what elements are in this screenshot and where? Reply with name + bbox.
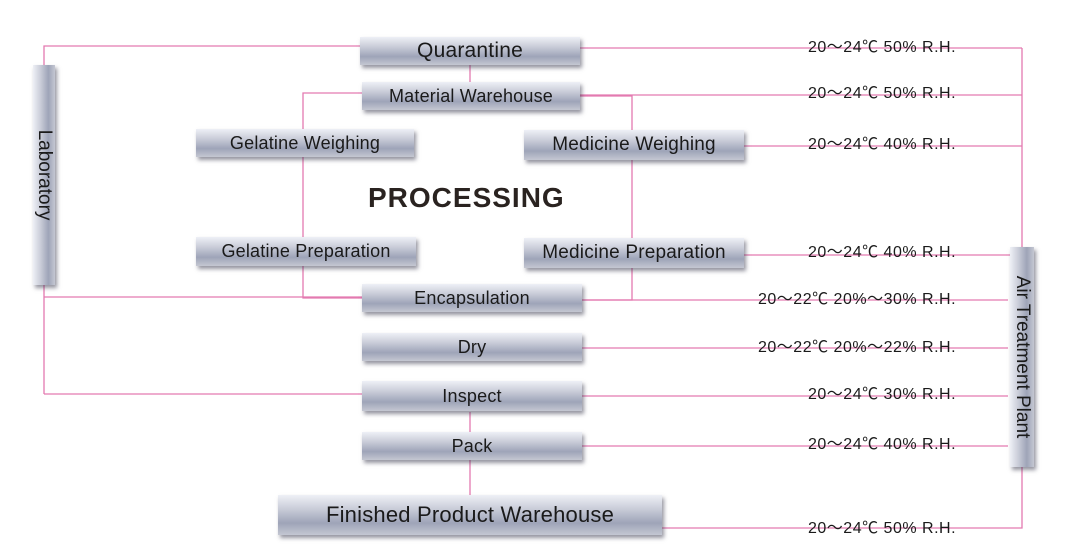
step-pack: Pack: [362, 432, 582, 460]
connector-medicine-branch: [580, 95, 633, 301]
air-treatment-plant-label: Air Treatment Plant: [1012, 275, 1033, 439]
condition-material-warehouse: 20～24℃ 50% R.H.: [808, 85, 957, 102]
condition-inspect: 20～24℃ 30% R.H.: [808, 386, 957, 403]
step-dry: Dry: [362, 333, 582, 361]
step-gelatine-preparation: Gelatine Preparation: [196, 237, 416, 266]
step-medicine-weighing: Medicine Weighing: [524, 130, 744, 160]
connector-lab-quarantine: [43, 45, 360, 65]
condition-encapsulation: 20～22℃ 20%～30% R.H.: [758, 291, 957, 308]
laboratory-box: Laboratory: [33, 65, 55, 285]
step-finished-product-warehouse: Finished Product Warehouse: [278, 495, 662, 535]
connector-air-finished: [662, 467, 1023, 529]
step-encapsulation: Encapsulation: [362, 284, 582, 312]
condition-medicine-preparation: 20～24℃ 40% R.H.: [808, 244, 957, 261]
condition-pack: 20～24℃ 40% R.H.: [808, 436, 957, 453]
processing-title: PROCESSING: [368, 182, 565, 213]
condition-quarantine: 20～24℃ 50% R.H.: [808, 39, 957, 56]
step-inspect: Inspect: [362, 381, 582, 411]
step-quarantine: Quarantine: [360, 37, 580, 65]
condition-dry: 20～22℃ 20%～22% R.H.: [758, 339, 957, 356]
connector-gelatine-branch: [302, 92, 362, 299]
step-material-warehouse: Material Warehouse: [362, 82, 580, 110]
step-medicine-preparation: Medicine Preparation: [524, 238, 744, 268]
laboratory-label: Laboratory: [34, 129, 55, 221]
air-treatment-plant-box: Air Treatment Plant: [1010, 247, 1034, 467]
condition-finished-product-warehouse: 20～24℃ 50% R.H.: [808, 520, 957, 537]
step-gelatine-weighing: Gelatine Weighing: [196, 129, 414, 157]
condition-medicine-weighing: 20～24℃ 40% R.H.: [808, 136, 957, 153]
